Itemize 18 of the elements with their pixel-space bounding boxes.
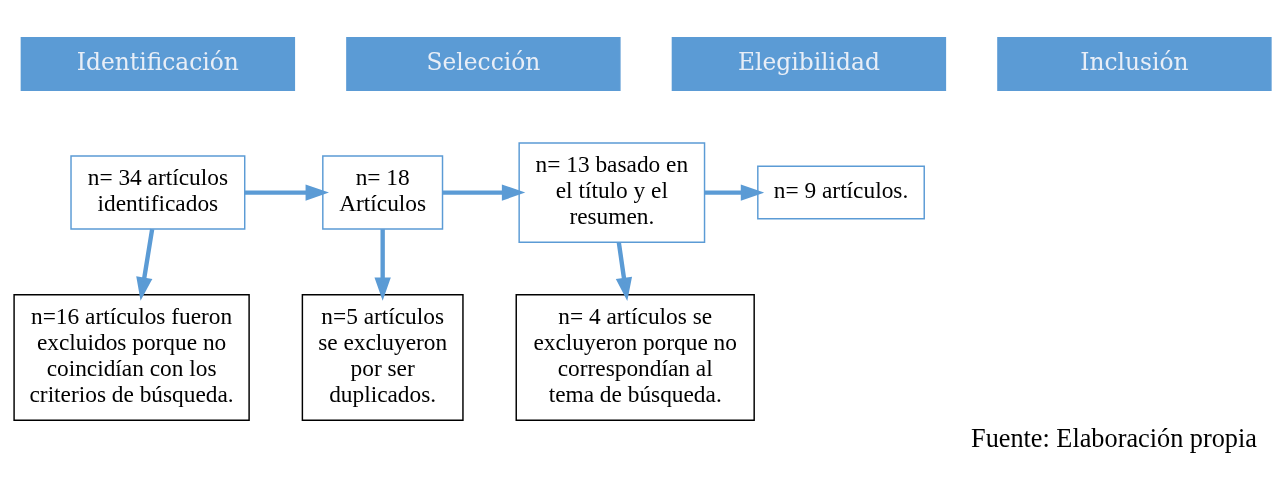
arrow xyxy=(244,183,329,201)
node-box: n= 13 basado en el título y el resumen. xyxy=(518,141,706,243)
arrow xyxy=(442,183,526,201)
label: Identificación xyxy=(76,47,239,76)
node-box: n= 18 Artículos xyxy=(322,154,444,230)
label: Selección xyxy=(426,47,541,76)
node-box: n= 34 artículos identificados xyxy=(70,154,246,230)
arrow xyxy=(704,183,765,201)
label: Inclusión xyxy=(1080,47,1189,76)
arrow xyxy=(374,228,391,301)
node-box: n=5 artículos se excluyeron por ser duplicados. xyxy=(301,293,464,421)
arrow xyxy=(136,228,155,301)
node-box: n=16 artículos fueron excluidos porque no coincidían con los criterios de búsqueda. xyxy=(13,293,250,421)
label: Elegibilidad xyxy=(737,47,880,76)
arrow xyxy=(615,241,633,301)
node-box: n= 4 artículos se excluyeron porque no correspondían al tema de búsqueda. xyxy=(515,293,755,421)
caption: Fuente: Elaboración propia xyxy=(971,423,1257,453)
node-box: n= 9 artículos. xyxy=(757,165,925,220)
